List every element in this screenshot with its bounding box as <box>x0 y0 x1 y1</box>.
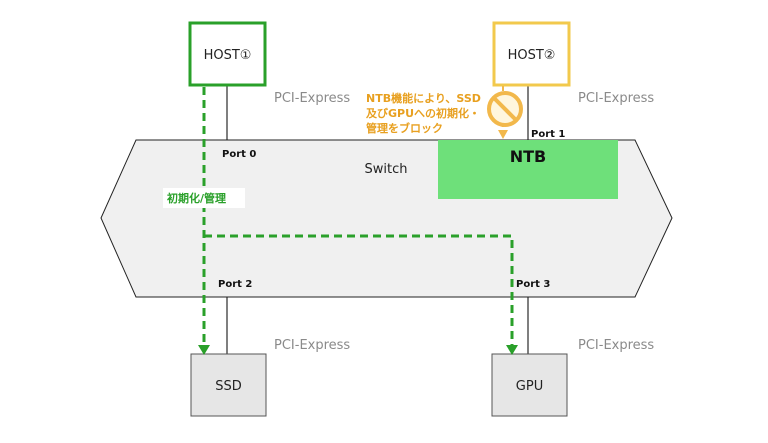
ssd-arrowhead <box>198 345 210 355</box>
host2-blocked-arrowhead <box>498 130 508 139</box>
ntb-block <box>438 140 618 199</box>
ssd-label: SSD <box>215 379 242 394</box>
pcie-label-bottom-left: PCI-Express <box>274 338 350 353</box>
ssd-box <box>190 353 267 417</box>
pcie-label-bottom-right: PCI-Express <box>578 338 654 353</box>
gpu-arrowhead <box>506 345 518 355</box>
ntb-block-note-line3: 管理をブロック <box>366 121 443 135</box>
pcie-label-top-right: PCI-Express <box>578 91 654 106</box>
prohibited-icon <box>487 91 523 127</box>
ntb-label: NTB <box>510 147 547 166</box>
switch-label: Switch <box>365 162 408 177</box>
gpu-box <box>491 353 568 417</box>
host1-label: HOST① <box>204 48 252 63</box>
pcie-label-top-left: PCI-Express <box>274 91 350 106</box>
management-path <box>202 87 514 347</box>
init-manage-note: 初期化/管理 <box>167 191 226 205</box>
host2-box <box>492 21 571 87</box>
host1-box <box>188 21 267 87</box>
gpu-label: GPU <box>516 379 543 394</box>
port1-label: Port 1 <box>531 129 565 140</box>
port0-label: Port 0 <box>222 149 256 160</box>
port3-label: Port 3 <box>516 279 550 290</box>
port2-label: Port 2 <box>218 279 252 290</box>
ntb-block-note-line2: 及びGPUへの初期化・ <box>366 106 480 120</box>
host2-label: HOST② <box>508 48 556 63</box>
init-manage-bg <box>163 188 245 208</box>
ntb-block-note-line1: NTB機能により、SSD <box>366 91 481 105</box>
